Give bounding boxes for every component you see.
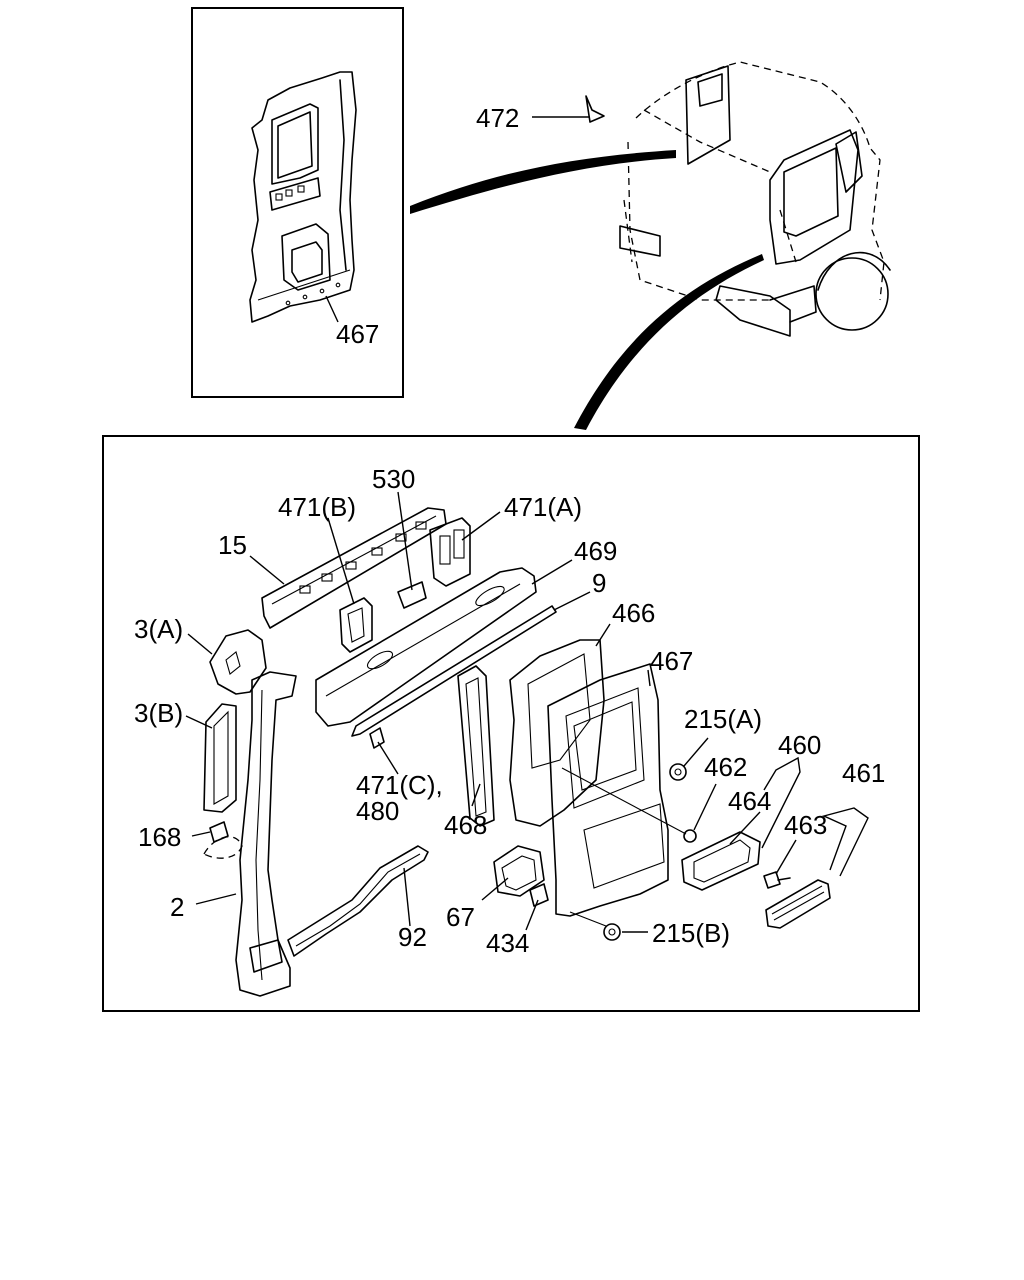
label-471b: 471(B)	[278, 492, 356, 522]
label-460: 460	[778, 730, 821, 760]
callout-arrow-lower	[574, 254, 764, 430]
label-3a: 3(A)	[134, 614, 183, 644]
label-469: 469	[574, 536, 617, 566]
label-471a: 471(A)	[504, 492, 582, 522]
inset-frame	[191, 7, 404, 398]
label-480: 480	[356, 796, 399, 826]
part-9-strip	[351, 605, 557, 737]
label-471c: 471(C),	[356, 770, 443, 800]
part-92-lower-rail	[287, 845, 429, 957]
part-2-pillar	[235, 671, 297, 997]
label-468: 468	[444, 810, 487, 840]
part-461-side-lamp	[765, 879, 831, 929]
label-67: 67	[446, 902, 475, 932]
part-464-gasket	[681, 831, 761, 891]
part-471a-bracket	[429, 517, 471, 587]
label-15: 15	[218, 530, 247, 560]
bracket-460	[761, 756, 801, 849]
part-168-clip	[203, 821, 243, 859]
part-215a-nut	[669, 763, 687, 781]
part-471b-bracket	[339, 597, 373, 653]
part-434-clip	[529, 883, 549, 907]
part-463-screw	[763, 871, 791, 889]
part-467-side-panel	[547, 663, 669, 917]
label-3b: 3(B)	[134, 698, 183, 728]
cab-overview	[585, 61, 891, 337]
label-472: 472	[476, 103, 519, 133]
label-434: 434	[486, 928, 529, 958]
bracket-461	[821, 807, 869, 877]
part-530-clip	[397, 581, 427, 609]
label-464: 464	[728, 786, 771, 816]
part-471c-480-fastener	[369, 727, 385, 749]
label-467-inset: 467	[336, 319, 379, 349]
label-463: 463	[784, 810, 827, 840]
part-3b-pillar-trim	[203, 703, 237, 813]
part-15-upper-rail	[261, 507, 447, 629]
part-462-nut	[683, 829, 697, 843]
label-168: 168	[138, 822, 181, 852]
label-466: 466	[612, 598, 655, 628]
label-530: 530	[372, 464, 415, 494]
inset-side-panel-467	[249, 71, 357, 323]
label-462: 462	[704, 752, 747, 782]
part-67-bracket	[493, 845, 545, 897]
exploded-view-frame	[102, 435, 920, 1012]
part-468-pillar-reinforcement	[457, 665, 495, 827]
label-461: 461	[842, 758, 885, 788]
label-2: 2	[170, 892, 184, 922]
part-466-inner-panel	[509, 639, 605, 827]
label-92: 92	[398, 922, 427, 952]
part-469-header-panel	[315, 567, 537, 727]
label-215b: 215(B)	[652, 918, 730, 948]
callout-arrow-upper	[410, 150, 676, 214]
part-215b-nut	[603, 923, 621, 941]
label-9: 9	[592, 568, 606, 598]
part-3a-corner-cap	[209, 629, 267, 695]
label-467: 467	[650, 646, 693, 676]
label-215a: 215(A)	[684, 704, 762, 734]
